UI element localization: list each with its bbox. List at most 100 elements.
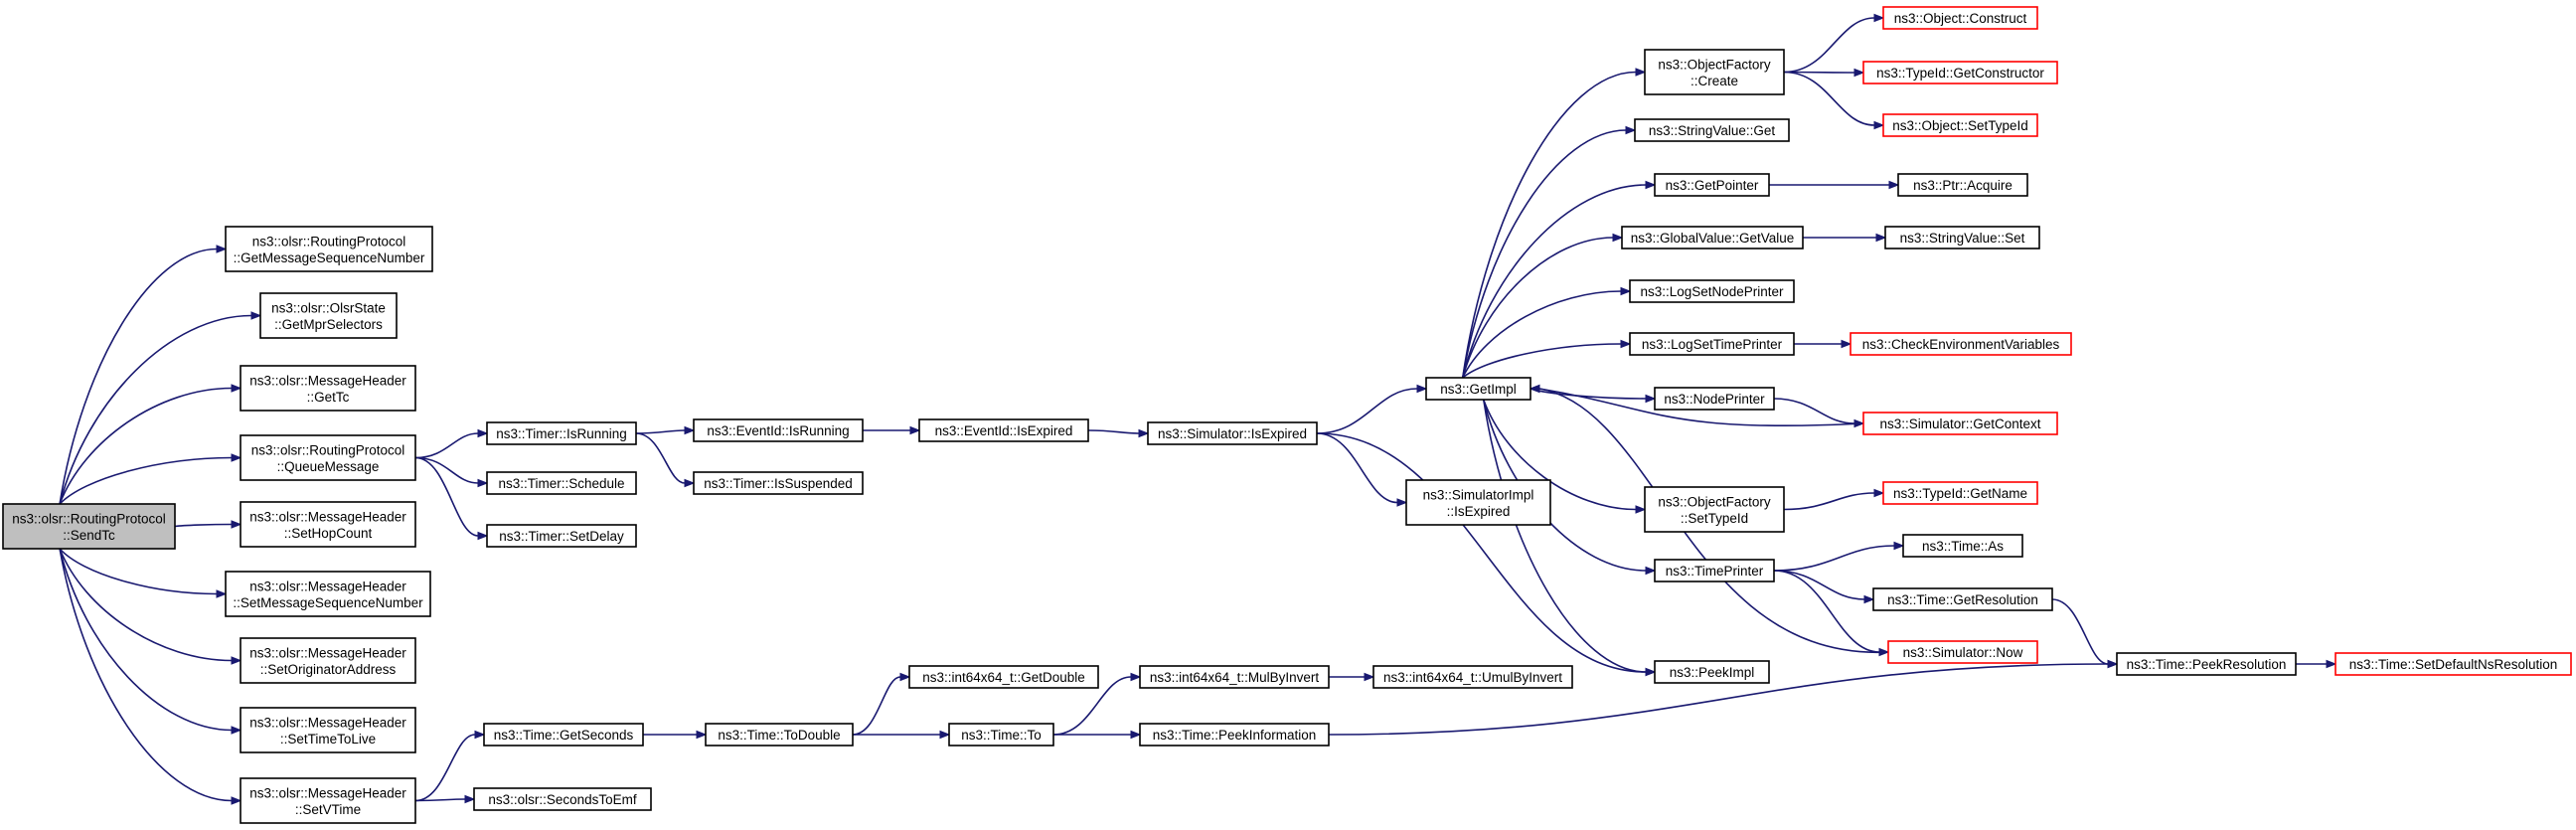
- edge-objfactorysettypeid-to-typeidgetname: [1783, 492, 1875, 511]
- node-timepeekresolution[interactable]: ns3::Time::PeekResolution: [2116, 652, 2297, 676]
- edge-sendtc-to-sethop: [174, 523, 233, 528]
- node-label: ns3::TypeId::GetName: [1893, 486, 2027, 501]
- node-simimplisexpired[interactable]: ns3::SimulatorImpl::IsExpired: [1405, 479, 1551, 526]
- node-timegetresolution[interactable]: ns3::Time::GetResolution: [1872, 587, 2053, 611]
- node-timeas[interactable]: ns3::Time::As: [1902, 534, 2023, 558]
- node-label: ns3::olsr::MessageHeader: [249, 715, 406, 730]
- node-simisexpired[interactable]: ns3::Simulator::IsExpired: [1147, 421, 1318, 445]
- node-checkenv[interactable]: ns3::CheckEnvironmentVariables: [1850, 332, 2072, 356]
- node-box: [259, 292, 398, 339]
- node-typeidgetctor[interactable]: ns3::TypeId::GetConstructor: [1862, 61, 2058, 84]
- arrowhead: [1396, 498, 1408, 507]
- arrowhead: [1416, 384, 1428, 394]
- arrowhead: [1873, 488, 1885, 498]
- node-box: [486, 471, 637, 495]
- node-eventidisexpired[interactable]: ns3::EventId::IsExpired: [918, 418, 1089, 442]
- node-box: [1872, 587, 2053, 611]
- edge-timerisrunning-to-eventidisrunning: [635, 429, 686, 434]
- arrowhead: [1612, 233, 1624, 243]
- node-box: [240, 707, 416, 753]
- arrowhead: [1620, 286, 1632, 296]
- node-int64getdouble[interactable]: ns3::int64x64_t::GetDouble: [908, 665, 1099, 689]
- node-getpointer[interactable]: ns3::GetPointer: [1654, 173, 1770, 197]
- node-label: ns3::LogSetNodePrinter: [1640, 284, 1784, 299]
- node-objfactorycreate[interactable]: ns3::ObjectFactory::Create: [1644, 49, 1785, 95]
- arrowhead: [216, 589, 228, 598]
- arrowhead: [1529, 384, 1540, 394]
- node-box: [1139, 723, 1330, 747]
- node-box: [1644, 49, 1785, 95]
- node-objconstruct[interactable]: ns3::Object::Construct: [1882, 6, 2038, 30]
- node-stringvalueget[interactable]: ns3::StringValue::Get: [1634, 118, 1790, 142]
- node-timersetdelay[interactable]: ns3::Timer::SetDelay: [486, 524, 637, 548]
- node-setmsgseq[interactable]: ns3::olsr::MessageHeader::SetMessageSequ…: [225, 571, 431, 617]
- node-getimpl[interactable]: ns3::GetImpl: [1425, 377, 1531, 401]
- node-label: ns3::PeekImpl: [1670, 665, 1755, 680]
- node-box: [240, 501, 416, 548]
- node-setorig[interactable]: ns3::olsr::MessageHeader::SetOriginatorA…: [240, 637, 416, 684]
- node-setvtime[interactable]: ns3::olsr::MessageHeader::SetVTime: [240, 777, 416, 824]
- node-label: ns3::Time::As: [1922, 539, 2004, 554]
- node-timerschedule[interactable]: ns3::Timer::Schedule: [486, 471, 637, 495]
- node-sendtc[interactable]: ns3::olsr::RoutingProtocol::SendTc: [2, 503, 176, 550]
- node-timerissuspended[interactable]: ns3::Timer::IsSuspended: [693, 471, 864, 495]
- node-logsettimeprinter[interactable]: ns3::LogSetTimePrinter: [1629, 332, 1795, 356]
- node-globalvaluegetvalue[interactable]: ns3::GlobalValue::GetValue: [1621, 226, 1804, 249]
- node-box: [225, 571, 431, 617]
- node-timeprinter[interactable]: ns3::TimePrinter: [1654, 559, 1775, 582]
- node-box: [1139, 665, 1330, 689]
- edge-setvtime-to-timegetseconds: [414, 734, 476, 802]
- node-objfactorysettypeid[interactable]: ns3::ObjectFactory::SetTypeId: [1644, 486, 1785, 533]
- edge-setvtime-to-secondstoemf: [414, 798, 466, 802]
- node-mulbyinvert[interactable]: ns3::int64x64_t::MulByInvert: [1139, 665, 1330, 689]
- node-label: ns3::EventId::IsRunning: [707, 423, 849, 438]
- arrowhead: [1130, 672, 1142, 682]
- node-queuemsg[interactable]: ns3::olsr::RoutingProtocol::QueueMessage: [240, 434, 416, 481]
- node-label: ns3::CheckEnvironmentVariables: [1862, 337, 2060, 352]
- node-setttl[interactable]: ns3::olsr::MessageHeader::SetTimeToLive: [240, 707, 416, 753]
- node-simgetcontext[interactable]: ns3::Simulator::GetContext: [1862, 412, 2058, 435]
- node-label: ::SetVTime: [295, 802, 361, 817]
- node-logsetnodeprinter[interactable]: ns3::LogSetNodePrinter: [1629, 279, 1795, 303]
- node-umulbyinvert[interactable]: ns3::int64x64_t::UmulByInvert: [1372, 665, 1573, 689]
- node-simnow[interactable]: ns3::Simulator::Now: [1887, 640, 2038, 664]
- edge-timeprinter-to-timegetresolution: [1773, 570, 1865, 600]
- node-box: [240, 777, 416, 824]
- node-sethop[interactable]: ns3::olsr::MessageHeader::SetHopCount: [240, 501, 416, 548]
- node-stringvalueset[interactable]: ns3::StringValue::Set: [1884, 226, 2040, 249]
- arrowhead: [1888, 180, 1900, 190]
- arrowhead: [1130, 730, 1142, 740]
- node-timeto[interactable]: ns3::Time::To: [948, 723, 1054, 747]
- node-box: [693, 471, 864, 495]
- node-timetodouble[interactable]: ns3::Time::ToDouble: [705, 723, 854, 747]
- arrowhead: [1645, 667, 1657, 677]
- node-box: [1644, 486, 1785, 533]
- node-label: ::IsExpired: [1447, 504, 1511, 519]
- node-peekimpl[interactable]: ns3::PeekImpl: [1654, 660, 1770, 684]
- node-timesetdefaultns[interactable]: ns3::Time::SetDefaultNsResolution: [2334, 652, 2572, 676]
- node-label: ns3::olsr::OlsrState: [271, 300, 386, 315]
- node-objsettypeid[interactable]: ns3::Object::SetTypeId: [1882, 113, 2038, 137]
- node-eventidisrunning[interactable]: ns3::EventId::IsRunning: [693, 418, 864, 442]
- node-getmsgseq[interactable]: ns3::olsr::RoutingProtocol::GetMessageSe…: [225, 226, 433, 272]
- node-peekinfo[interactable]: ns3::Time::PeekInformation: [1139, 723, 1330, 747]
- edge-timeprinter-to-simnow: [1773, 570, 1880, 653]
- node-timerisrunning[interactable]: ns3::Timer::IsRunning: [486, 421, 637, 445]
- node-box: [486, 524, 637, 548]
- node-getmprsel[interactable]: ns3::olsr::OlsrState::GetMprSelectors: [259, 292, 398, 339]
- node-label: ns3::int64x64_t::UmulByInvert: [1383, 670, 1562, 685]
- node-gettc[interactable]: ns3::olsr::MessageHeader::GetTc: [240, 365, 416, 412]
- edge-sendtc-to-setvtime: [59, 548, 233, 802]
- node-typeidgetname[interactable]: ns3::TypeId::GetName: [1882, 481, 2038, 505]
- arrowhead: [1875, 233, 1887, 243]
- node-label: ns3::Time::To: [961, 728, 1042, 743]
- node-ptracquire[interactable]: ns3::Ptr::Acquire: [1897, 173, 2028, 197]
- node-box: [1405, 479, 1551, 526]
- node-label: ::SetMessageSequenceNumber: [233, 595, 423, 610]
- edge-layer: [59, 13, 2337, 805]
- node-timegetseconds[interactable]: ns3::Time::GetSeconds: [483, 723, 644, 747]
- node-secondstoemf[interactable]: ns3::olsr::SecondsToEmf: [473, 787, 652, 811]
- node-nodeprinter[interactable]: ns3::NodePrinter: [1654, 387, 1775, 411]
- edge-getimpl-to-getpointer: [1461, 184, 1647, 379]
- arrowhead: [696, 730, 708, 740]
